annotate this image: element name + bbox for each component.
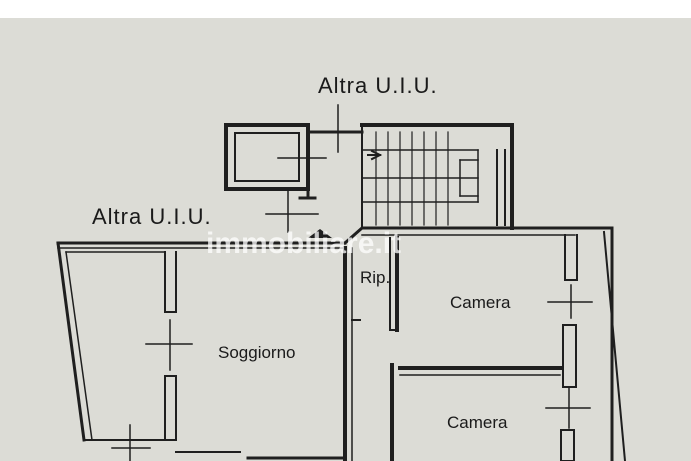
label-soggiorno: Soggiorno xyxy=(218,343,296,362)
wall-lines xyxy=(56,104,627,461)
label-camera-1: Camera xyxy=(450,293,511,312)
label-altra-uiu-top: Altra U.I.U. xyxy=(318,73,438,98)
camera-partition-mid xyxy=(562,324,577,388)
label-altra-uiu-left: Altra U.I.U. xyxy=(92,204,212,229)
corridor-top-wall xyxy=(342,226,614,246)
west-inner-wall xyxy=(65,251,93,441)
stair-outer-wall xyxy=(360,123,514,230)
camera-partition-bottom xyxy=(560,429,575,461)
west-outer-wall xyxy=(56,241,86,442)
shaft-inner-wall xyxy=(234,132,300,182)
entrance-marker-icon xyxy=(308,229,332,238)
label-ripostiglio: Rip. xyxy=(360,268,390,287)
shaft-outer-wall xyxy=(224,123,310,191)
camera-partition-top xyxy=(564,234,578,281)
watermark-logo: immobiliare.it xyxy=(206,227,401,260)
label-camera-2: Camera xyxy=(447,413,508,432)
stair-treads xyxy=(375,131,449,226)
east-outer-wall-slanted xyxy=(602,230,627,461)
stair-arrow-icon xyxy=(370,149,383,161)
left-room-partition-top xyxy=(164,251,177,313)
